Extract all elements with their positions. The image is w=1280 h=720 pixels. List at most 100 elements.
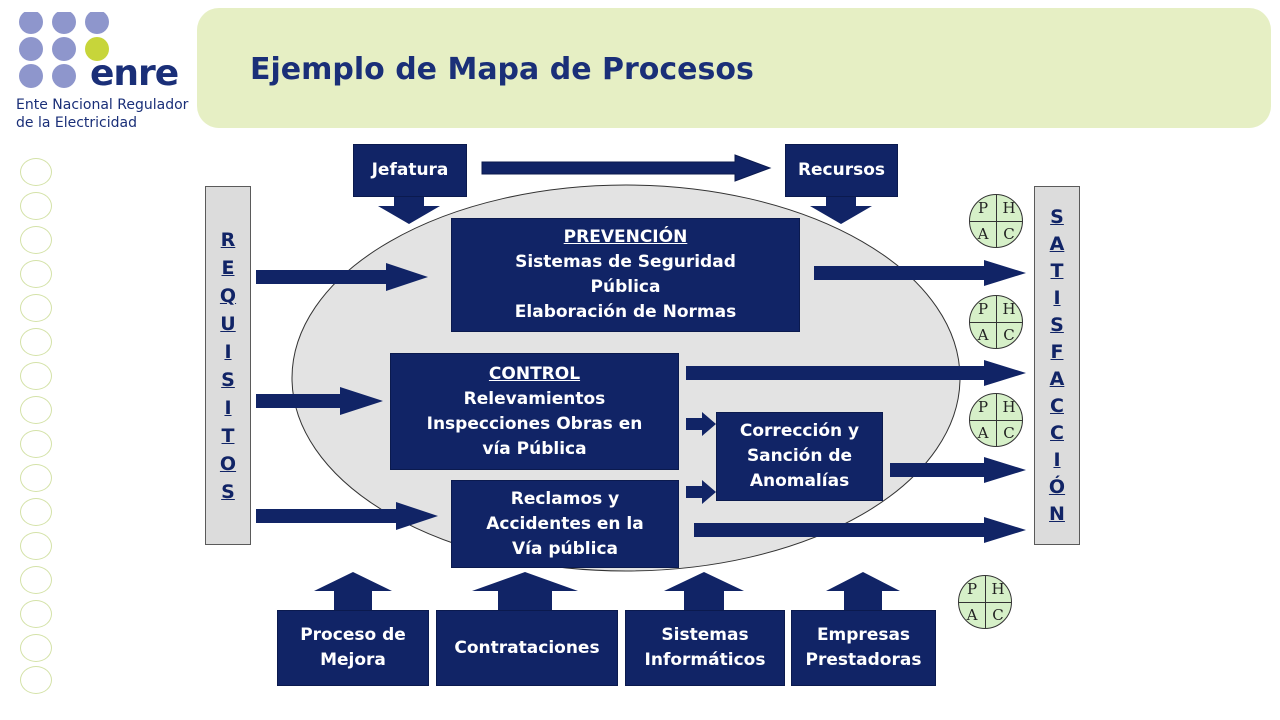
phca-p: P — [977, 300, 989, 318]
requisitos-letter: U — [220, 312, 236, 335]
arrow-control-to-correccion — [686, 412, 716, 436]
decorative-ring — [20, 566, 52, 594]
phca-h: H — [1002, 199, 1016, 217]
satisfaccion-letter: Ó — [1048, 475, 1066, 498]
arrow-correccion-to-satisfaccion — [890, 457, 1026, 483]
recursos-label: Recursos — [797, 160, 886, 180]
arrow-jefatura-to-recursos — [481, 154, 772, 182]
decorative-ring — [20, 362, 52, 390]
page-title: Ejemplo de Mapa de Procesos — [250, 52, 754, 87]
proceso-mejora-line: Mejora — [320, 650, 386, 670]
prevencion-line: Elaboración de Normas — [514, 302, 737, 322]
empresas-line: Empresas — [816, 625, 911, 645]
arrow-up-sistemas — [664, 572, 744, 612]
prevencion-box: PREVENCIÓN Sistemas de Seguridad Pública… — [451, 218, 800, 332]
arrow-prevencion-to-satisfaccion — [814, 260, 1026, 286]
decorative-ring — [20, 158, 52, 186]
correccion-line: Corrección y — [739, 421, 860, 441]
arrow-reclamos-to-correccion — [686, 480, 716, 504]
contrataciones-box: Contrataciones — [436, 610, 618, 686]
correccion-box: Corrección y Sanción de Anomalías — [716, 412, 883, 501]
satisfaccion-panel: S A T I S F A C C I Ó N — [1034, 186, 1080, 545]
phca-a: A — [977, 424, 989, 442]
phca-cycle-icon: P H A C — [969, 393, 1023, 447]
decorative-ring — [20, 666, 52, 694]
control-line: Inspecciones Obras en — [426, 413, 643, 434]
requisitos-letter: S — [221, 368, 235, 391]
logo-subtitle-line1: Ente Nacional Regulador — [16, 97, 189, 113]
reclamos-line: Vía pública — [511, 538, 619, 559]
requisitos-letter: S — [221, 480, 235, 503]
empresas-line: Prestadoras — [805, 650, 922, 670]
logo-subtitle-line2: de la Electricidad — [16, 115, 137, 131]
decorative-ring — [20, 294, 52, 322]
phca-a: A — [977, 225, 989, 243]
requisitos-panel: R E Q U I S I T O S — [205, 186, 251, 545]
arrow-control-to-satisfaccion — [686, 360, 1026, 386]
decorative-ring — [20, 396, 52, 424]
phca-c: C — [1003, 424, 1015, 442]
arrow-up-contrataciones — [472, 572, 578, 612]
proceso-mejora-line: Proceso de — [300, 625, 406, 645]
prevencion-line: Pública — [590, 277, 661, 297]
jefatura-label: Jefatura — [371, 160, 449, 180]
satisfaccion-letter: S — [1050, 313, 1064, 336]
satisfaccion-letter: N — [1049, 502, 1065, 525]
satisfaccion-letter: I — [1053, 448, 1061, 471]
arrow-down-recursos — [810, 196, 872, 224]
phca-p: P — [977, 199, 989, 217]
control-heading: CONTROL — [488, 363, 581, 384]
decorative-ring — [20, 328, 52, 356]
decorative-ring — [20, 464, 52, 492]
phca-a: A — [977, 326, 989, 344]
arrow-requisitos-to-reclamos — [256, 502, 438, 530]
requisitos-letter: I — [224, 340, 232, 363]
empresas-prestadoras-box: Empresas Prestadoras — [791, 610, 936, 686]
decorative-ring — [20, 192, 52, 220]
arrow-up-empresas — [826, 572, 900, 612]
prevencion-line: Sistemas de Seguridad — [515, 252, 736, 272]
phca-cycle-icon: P H A C — [969, 295, 1023, 349]
requisitos-letter: E — [221, 256, 235, 279]
satisfaccion-letter: I — [1053, 286, 1061, 309]
sistemas-line: Informáticos — [644, 650, 766, 670]
satisfaccion-letter: A — [1049, 367, 1065, 390]
sistemas-line: Sistemas — [661, 625, 749, 645]
control-line: Relevamientos — [463, 388, 606, 409]
reclamos-line: Reclamos y — [510, 488, 620, 509]
satisfaccion-letter: C — [1050, 421, 1064, 444]
arrow-requisitos-to-prevencion — [256, 263, 428, 291]
arrow-down-jefatura — [378, 196, 440, 224]
correccion-line: Anomalías — [749, 471, 850, 491]
phca-c: C — [1003, 225, 1015, 243]
phca-p: P — [977, 398, 989, 416]
arrow-up-mejora — [314, 572, 392, 612]
phca-c: C — [1003, 326, 1015, 344]
satisfaccion-letter: S — [1050, 205, 1064, 228]
decorative-ring — [20, 498, 52, 526]
decorative-ring — [20, 532, 52, 560]
decorative-ring — [20, 634, 52, 662]
requisitos-letter: R — [220, 228, 236, 251]
phca-cycle-icon: P H A C — [958, 575, 1012, 629]
control-box: CONTROL Relevamientos Inspecciones Obras… — [390, 353, 679, 470]
reclamos-box: Reclamos y Accidentes en la Vía pública — [451, 480, 679, 568]
decorative-ring — [20, 226, 52, 254]
enre-logo-dots — [19, 12, 109, 88]
contrataciones-label: Contrataciones — [454, 637, 600, 658]
decorative-ring — [20, 600, 52, 628]
proceso-mejora-box: Proceso de Mejora — [277, 610, 429, 686]
requisitos-letter: Q — [219, 284, 237, 307]
requisitos-letter: O — [219, 452, 237, 475]
recursos-box: Recursos — [785, 144, 898, 197]
logo-subtitle: Ente Nacional Regulador de la Electricid… — [16, 96, 196, 132]
requisitos-letter: I — [224, 396, 232, 419]
decorative-ring — [20, 430, 52, 458]
phca-h: H — [1002, 398, 1016, 416]
phca-h: H — [991, 580, 1005, 598]
jefatura-box: Jefatura — [353, 144, 467, 197]
requisitos-letter: T — [221, 424, 235, 447]
phca-cycle-icon: P H A C — [969, 194, 1023, 248]
control-line: vía Pública — [482, 438, 587, 459]
satisfaccion-letter: F — [1050, 340, 1064, 363]
